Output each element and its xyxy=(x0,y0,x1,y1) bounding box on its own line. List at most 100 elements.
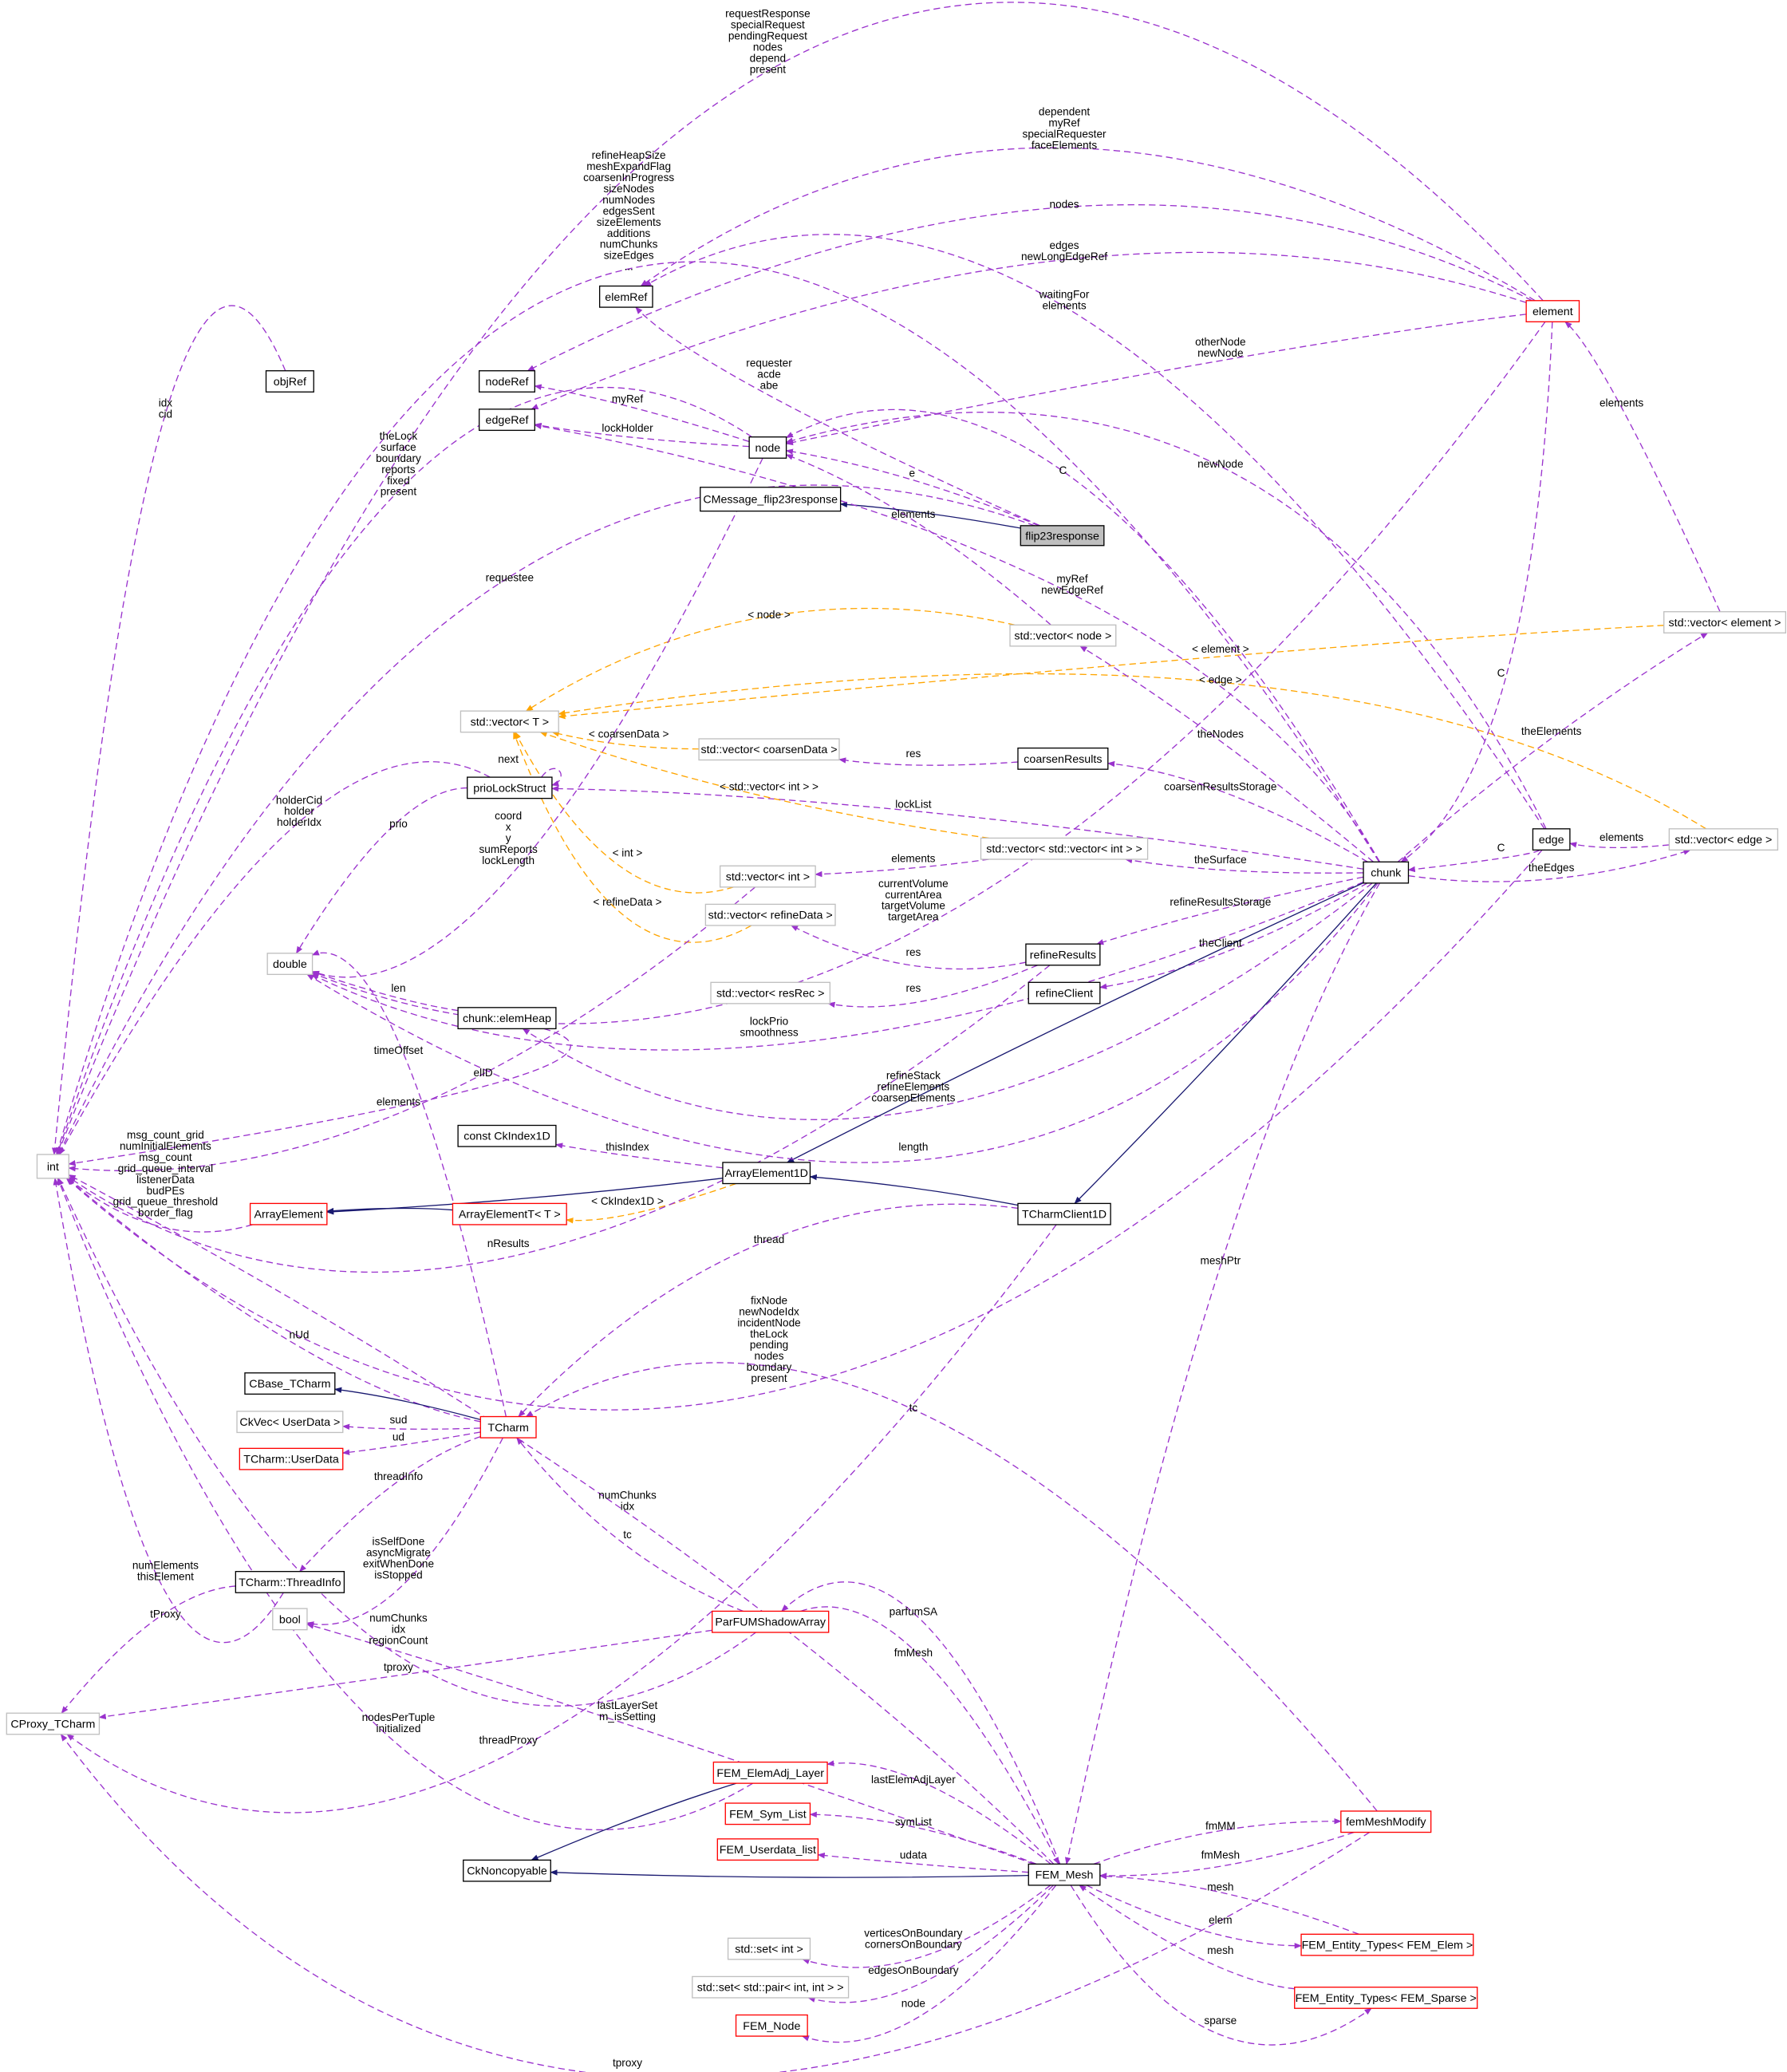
class-node-objref[interactable]: objRef xyxy=(265,370,314,393)
edge-label: C xyxy=(1497,667,1505,679)
edge-element-to-chunk xyxy=(1400,322,1553,862)
class-node-std-vector-std-vector-int[interactable]: std::vector< std::vector< int > > xyxy=(980,837,1149,860)
class-node-ckvec-userdata[interactable]: CkVec< UserData > xyxy=(236,1411,344,1434)
class-node-fem-sym-list[interactable]: FEM_Sym_List xyxy=(724,1802,811,1825)
class-name: femMeshModify xyxy=(1346,1816,1426,1829)
class-node-flip23response[interactable]: flip23response xyxy=(1020,525,1105,547)
edge-fem-elemadj-layer-to-cknoncopyable xyxy=(531,1782,737,1861)
class-box xyxy=(1028,981,1101,1004)
class-name: FEM_Sym_List xyxy=(729,1808,807,1821)
class-node-std-vector-node[interactable]: std::vector< node > xyxy=(1009,624,1117,647)
class-name: edge xyxy=(1539,834,1564,847)
edge-fem-mesh-to-fem-entity-types-fem-elem xyxy=(1086,1885,1302,1949)
edge-label-line: meshExpandFlag xyxy=(586,160,671,172)
class-node-tcharm[interactable]: TCharm xyxy=(479,1415,537,1439)
class-node-double[interactable]: double xyxy=(266,953,314,976)
class-node-node[interactable]: node xyxy=(748,436,787,459)
class-node-coarsenresults[interactable]: coarsenResults xyxy=(1017,747,1109,770)
edge-fem-mesh-to-std-set-int xyxy=(802,1885,1051,1968)
class-node-cbase-tcharm[interactable]: CBase_TCharm xyxy=(244,1372,336,1395)
edge-label-line: elements xyxy=(891,852,935,864)
class-name: std::vector< T > xyxy=(471,716,549,728)
edge-element-to-noderef xyxy=(527,203,1533,372)
class-node-noderef[interactable]: nodeRef xyxy=(478,370,536,393)
edge-label: nResults xyxy=(487,1237,530,1249)
edge-label-line: listenerData xyxy=(136,1174,195,1186)
class-node-fem-entity-types-fem-elem[interactable]: FEM_Entity_Types< FEM_Elem > xyxy=(1300,1933,1474,1956)
class-box xyxy=(239,1447,344,1470)
edge-label-line: coord xyxy=(495,810,522,822)
class-node-std-vector-refinedata[interactable]: std::vector< refineData > xyxy=(704,903,836,926)
class-node-std-vector-edge[interactable]: std::vector< edge > xyxy=(1668,828,1779,851)
class-node-arrayelement[interactable]: ArrayElement xyxy=(249,1202,328,1225)
edge-coarsenresults-to-std-vector-coarsendata xyxy=(838,757,1019,766)
edge-label-line: elID xyxy=(474,1067,493,1079)
class-name: ParFUMShadowArray xyxy=(715,1616,826,1629)
class-node-std-vector-coarsendata[interactable]: std::vector< coarsenData > xyxy=(698,738,840,761)
class-node-bool[interactable]: bool xyxy=(272,1608,308,1631)
class-node-priolockstruct[interactable]: prioLockStruct xyxy=(467,776,553,799)
edge-label-line: targetVolume xyxy=(882,900,945,912)
edge-label-line: sizeEdges xyxy=(604,250,654,262)
edge-chunk-to-priolockstruct xyxy=(550,785,1364,870)
edge-fem-entity-types-fem-elem-to-fem-mesh xyxy=(1099,1873,1359,1935)
edge-arrayelement1d-to-arrayelementt-t xyxy=(566,1182,736,1224)
class-node-std-vector-int[interactable]: std::vector< int > xyxy=(719,865,816,888)
class-node-fem-node[interactable]: FEM_Node xyxy=(735,2014,808,2037)
class-node-chunk-elemheap[interactable]: chunk::elemHeap xyxy=(457,1007,557,1030)
class-node-const-ckindex1d[interactable]: const CkIndex1D xyxy=(457,1124,557,1147)
edge-label: C xyxy=(1497,842,1505,854)
edge-label-line: myRef xyxy=(612,393,643,405)
edge-label-line: thisIndex xyxy=(606,1141,649,1153)
class-node-edgeref[interactable]: edgeRef xyxy=(478,408,536,432)
class-node-edge[interactable]: edge xyxy=(1532,828,1571,851)
edge-label-line: threadInfo xyxy=(374,1470,423,1482)
edge-label-line: elements xyxy=(891,508,935,520)
class-node-refineclient[interactable]: refineClient xyxy=(1028,981,1101,1004)
class-node-cmessage-flip23response[interactable]: CMessage_flip23response xyxy=(700,487,842,512)
edge-label-line: lockPrio xyxy=(750,1015,788,1027)
class-node-std-vector-element[interactable]: std::vector< element > xyxy=(1663,611,1787,633)
class-node-fem-userdata-list[interactable]: FEM_Userdata_list xyxy=(716,1838,819,1861)
class-node-tcharm-threadinfo[interactable]: TCharm::ThreadInfo xyxy=(235,1571,345,1593)
class-node-element[interactable]: element xyxy=(1525,300,1580,322)
class-node-cproxy-tcharm[interactable]: CProxy_TCharm xyxy=(6,1712,101,1735)
edge-label-line: length xyxy=(898,1141,928,1153)
class-node-std-vector-resrec[interactable]: std::vector< resRec > xyxy=(710,981,831,1004)
edge-label-line: fmMesh xyxy=(1201,1849,1240,1861)
class-node-fem-entity-types-fem-sparse[interactable]: FEM_Entity_Types< FEM_Sparse > xyxy=(1294,1987,1478,2009)
edge-label: elements xyxy=(1600,397,1643,409)
edge-label: tc xyxy=(909,1402,918,1414)
edge-label-line: nodes xyxy=(753,41,783,53)
class-node-std-vector-t[interactable]: std::vector< T > xyxy=(460,710,559,733)
class-node-parfumshadowarray[interactable]: ParFUMShadowArray xyxy=(712,1610,830,1633)
class-node-refineresults[interactable]: refineResults xyxy=(1025,943,1101,966)
edge-label: < element > xyxy=(1192,643,1249,655)
class-node-femmeshmodify[interactable]: femMeshModify xyxy=(1340,1810,1432,1833)
edge-parfumshadowarray-to-int xyxy=(57,1178,756,1707)
nodes-layer: int objRef elemRef nodeRef edgeRef nodeCMessa… xyxy=(6,285,1787,2037)
edge-label: lockList xyxy=(895,798,932,810)
class-node-tcharm-userdata[interactable]: TCharm::UserData xyxy=(239,1447,344,1470)
class-node-std-set-std-pair-int-int[interactable]: std::set< std::pair< int, int > > xyxy=(692,1975,850,1999)
edge-label-line: theLock xyxy=(380,430,418,442)
class-box xyxy=(700,487,842,512)
edge-label-line: lockLength xyxy=(482,854,535,866)
class-name: ArrayElementT< T > xyxy=(459,1209,561,1221)
class-box xyxy=(1663,611,1787,633)
edge-label: mesh xyxy=(1207,1944,1233,1956)
class-node-cknoncopyable[interactable]: CkNoncopyable xyxy=(463,1859,551,1882)
class-node-arrayelementt-t[interactable]: ArrayElementT< T > xyxy=(452,1202,567,1225)
edge-parfumshadowarray-to-tcharm xyxy=(516,1437,744,1612)
edge-label-line: timeOffset xyxy=(374,1044,424,1056)
class-node-arrayelement1d[interactable]: ArrayElement1D xyxy=(722,1162,811,1185)
class-node-elemref[interactable]: elemRef xyxy=(598,285,653,308)
class-node-fem-elemadj-layer[interactable]: FEM_ElemAdj_Layer xyxy=(712,1761,828,1784)
class-node-int[interactable]: int xyxy=(36,1154,69,1179)
class-node-tcharmclient1d[interactable]: TCharmClient1D xyxy=(1017,1202,1111,1225)
class-node-std-set-int[interactable]: std::set< int > xyxy=(727,1937,811,1960)
class-node-fem-mesh[interactable]: FEM_Mesh xyxy=(1028,1863,1101,1886)
class-node-chunk[interactable]: chunk xyxy=(1363,861,1410,884)
